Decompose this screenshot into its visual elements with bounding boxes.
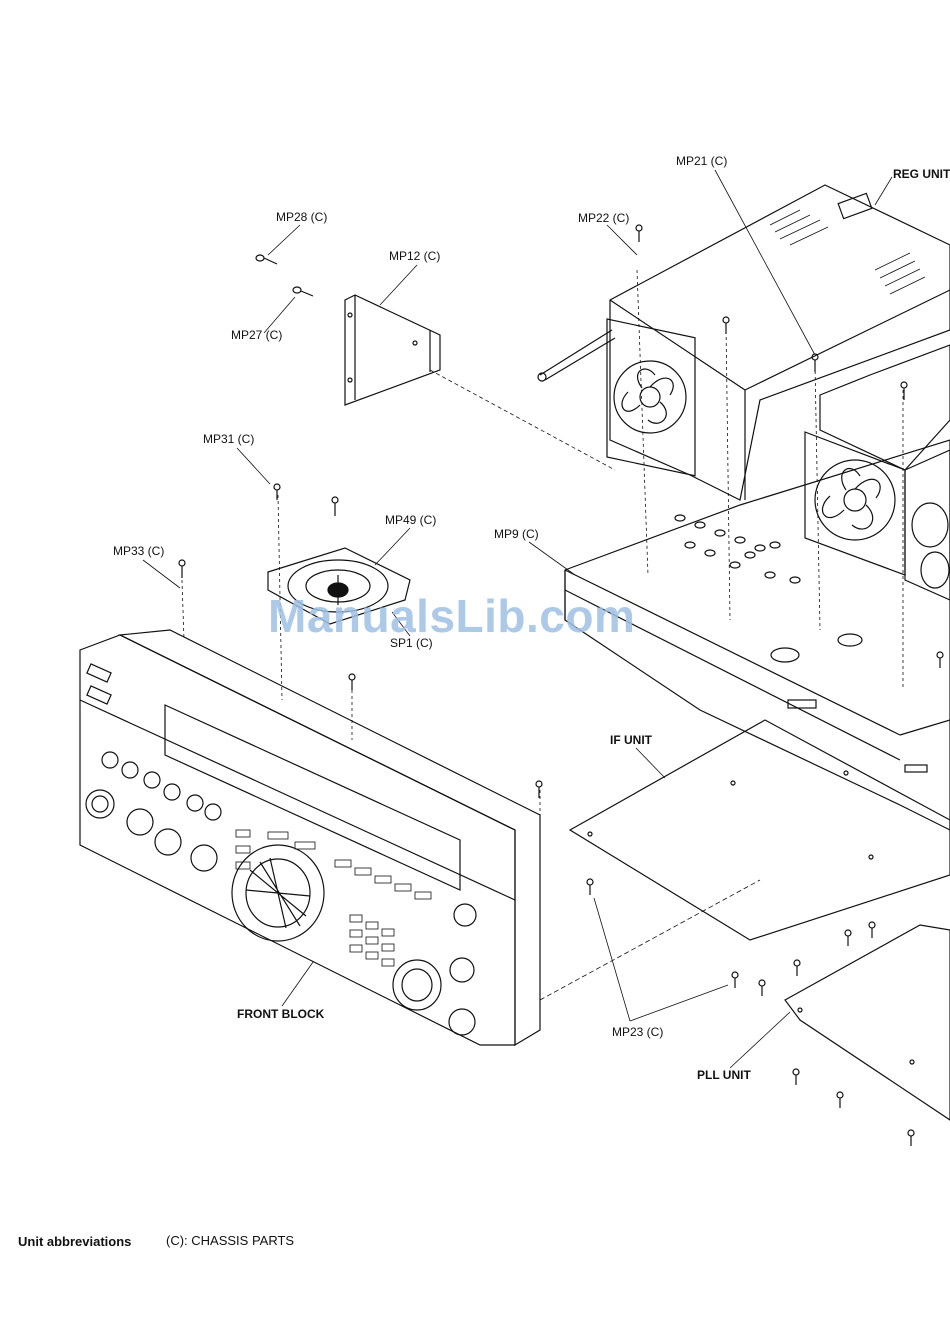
bracket-mp12 <box>345 295 440 405</box>
main-tuning-dial <box>232 845 324 941</box>
label-mp12: MP12 (C) <box>389 249 440 263</box>
screw-h <box>794 960 800 976</box>
label-mp27: MP27 (C) <box>231 328 282 342</box>
screw-k <box>793 1069 799 1085</box>
reg-unit-assembly <box>538 185 950 500</box>
vent-slots <box>770 210 925 294</box>
label-pll-unit: PLL UNIT <box>697 1068 751 1082</box>
label-mp21: MP21 (C) <box>676 154 727 168</box>
front-block <box>80 630 540 1045</box>
screw-mp23-a <box>587 879 593 895</box>
footer-unit-abbreviations: Unit abbreviations <box>18 1234 131 1249</box>
pll-unit-board <box>785 925 950 1120</box>
screw-f <box>937 652 943 668</box>
screw-l <box>837 1092 843 1108</box>
screw-j <box>869 922 875 938</box>
label-mp22: MP22 (C) <box>578 211 629 225</box>
fan-left <box>607 319 695 476</box>
screw-mp22 <box>636 225 642 242</box>
label-reg-unit: REG UNIT <box>893 167 950 181</box>
screw-mp33 <box>179 560 185 578</box>
watermark: ManualsLib.com <box>268 588 635 644</box>
label-front-block: FRONT BLOCK <box>237 1007 324 1021</box>
label-if-unit: IF UNIT <box>610 733 652 747</box>
label-mp49: MP49 (C) <box>385 513 436 527</box>
screw-d <box>349 674 355 690</box>
fan-housing <box>820 345 950 600</box>
label-mp9: MP9 (C) <box>494 527 539 541</box>
screw-m <box>908 1130 914 1146</box>
screw-e <box>536 781 542 798</box>
if-unit-board <box>570 720 950 940</box>
chassis-holes <box>675 515 927 772</box>
screw-b <box>901 382 907 400</box>
fan-right <box>805 432 905 575</box>
screw-c <box>332 497 338 516</box>
footer-chassis-parts: (C): CHASSIS PARTS <box>166 1233 294 1248</box>
screw-mp31 <box>274 484 280 500</box>
screw-g <box>759 980 765 996</box>
label-mp28: MP28 (C) <box>276 210 327 224</box>
label-mp23: MP23 (C) <box>612 1025 663 1039</box>
screw-mp27 <box>293 287 313 296</box>
screw-mp28 <box>256 255 277 264</box>
label-mp31: MP31 (C) <box>203 432 254 446</box>
screw-a <box>723 317 729 334</box>
screw-mp23-b <box>732 972 738 988</box>
label-mp33: MP33 (C) <box>113 544 164 558</box>
screw-i <box>845 930 851 946</box>
